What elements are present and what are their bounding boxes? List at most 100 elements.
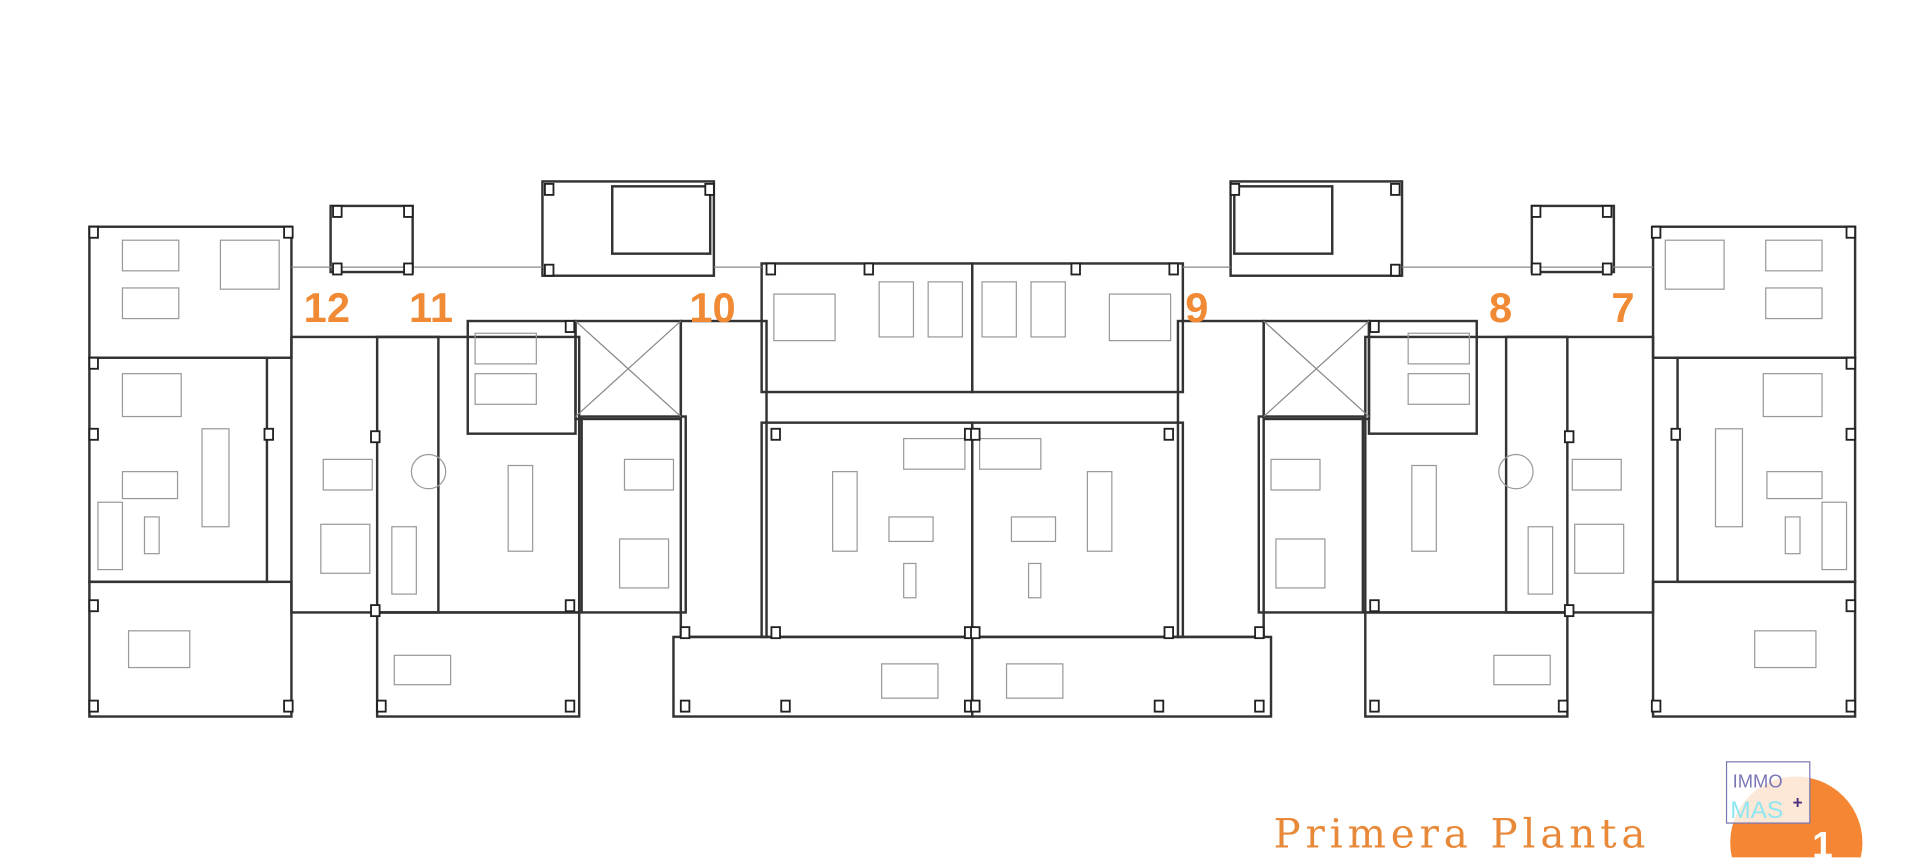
right-column: [1168, 262, 1179, 276]
left-column: [564, 599, 576, 613]
right-bed: [981, 281, 1017, 338]
left-bed: [219, 239, 280, 290]
right-terrace: [1364, 611, 1569, 718]
left-column: [863, 262, 874, 276]
left-column: [564, 320, 576, 333]
right-column: [970, 699, 981, 713]
left-dining-table: [903, 437, 966, 470]
left-bed: [474, 332, 537, 365]
right-coffee-table: [1784, 516, 1801, 555]
left-bed: [121, 287, 180, 320]
left-bedroom: [580, 415, 687, 614]
right-bedroom-block: [971, 262, 1185, 394]
left-bed: [121, 239, 180, 272]
left-column: [564, 699, 576, 713]
left-column: [263, 427, 274, 441]
right-column: [1369, 599, 1380, 613]
right-column: [970, 427, 981, 441]
right-column: [1530, 262, 1542, 276]
right-stairs: [1233, 185, 1334, 255]
right-bed: [1030, 281, 1066, 338]
left-bedroom-block: [88, 225, 293, 359]
right-column: [1229, 182, 1241, 196]
furniture: [97, 239, 1848, 699]
left-kitchen-counter: [832, 471, 858, 552]
right-terrace: [971, 635, 1273, 718]
left-column: [679, 699, 691, 713]
left-dining-table: [881, 663, 939, 699]
right-sofa: [1766, 471, 1823, 500]
right-column: [1369, 699, 1380, 713]
left-column: [88, 356, 99, 370]
left-living-area: [760, 421, 974, 639]
right-column: [1563, 604, 1575, 618]
right-sofa: [1010, 516, 1057, 543]
right-patio-diagonal: [1263, 320, 1370, 417]
left-round-table: [410, 453, 447, 490]
left-coffee-table: [143, 516, 160, 555]
columns: [88, 182, 1857, 713]
right-column: [1390, 182, 1401, 196]
floor-badge-number: 1: [1812, 824, 1832, 860]
left-column: [704, 182, 715, 196]
right-bed: [1664, 239, 1725, 290]
right-lift-shaft: [1530, 204, 1616, 274]
right-column: [1601, 205, 1613, 218]
right-column: [1845, 427, 1857, 441]
right-bed: [1407, 332, 1470, 365]
right-kitchen-counter: [1086, 471, 1113, 552]
right-living-area: [1676, 356, 1857, 584]
right-column: [1163, 626, 1174, 640]
left-column: [88, 427, 99, 441]
right-column: [970, 626, 981, 640]
right-bathroom-block: [1504, 335, 1655, 614]
left-living-area: [375, 335, 581, 614]
right-column: [1845, 225, 1857, 239]
right-sofa: [1527, 526, 1554, 595]
left-column: [543, 182, 555, 196]
left-sofa: [888, 516, 934, 543]
left-column: [543, 263, 555, 277]
right-column: [1557, 699, 1569, 713]
walls: [88, 180, 1857, 718]
left-column: [403, 205, 414, 218]
right-dining-table: [1005, 663, 1064, 699]
left-patio-diagonal: [575, 320, 682, 417]
left-column: [332, 205, 343, 218]
logo-line1: IMMO: [1733, 771, 1783, 792]
right-bathroom-block: [1176, 319, 1265, 639]
right-shower: [1270, 458, 1321, 491]
right-dining-table: [978, 437, 1042, 470]
left-bed: [773, 293, 836, 342]
left-dining-table: [393, 654, 452, 686]
right-shower: [1571, 458, 1622, 491]
logo-plus: +: [1793, 792, 1803, 812]
right-kitchen-counter: [1411, 464, 1437, 552]
left-column: [370, 604, 381, 618]
right-bed: [1407, 373, 1470, 405]
right-terrace: [1651, 580, 1857, 718]
left-bed: [474, 373, 537, 405]
right-round-table: [1498, 453, 1534, 490]
unit-label-9: 9: [1185, 284, 1208, 331]
left-column: [283, 699, 294, 713]
right-bedroom-block: [1651, 225, 1857, 359]
right-stair-core: [1229, 180, 1404, 277]
right-column: [1845, 699, 1857, 713]
unit-label-11: 11: [409, 284, 453, 331]
left-stair-core: [541, 180, 716, 277]
left-bathroom-block: [679, 319, 768, 639]
right-living-area: [971, 421, 1185, 639]
left-living-area: [88, 356, 269, 584]
left-dining-table: [127, 630, 191, 669]
right-bed: [1108, 293, 1172, 342]
unit-label-12: 12: [304, 284, 350, 331]
left-column: [88, 225, 99, 239]
left-terrace: [672, 635, 974, 718]
right-column: [1369, 320, 1380, 333]
right-column: [1390, 263, 1401, 277]
left-column: [770, 626, 781, 640]
right-column: [1153, 699, 1165, 713]
left-kitchen-counter: [201, 428, 230, 528]
right-bed: [1275, 538, 1326, 589]
